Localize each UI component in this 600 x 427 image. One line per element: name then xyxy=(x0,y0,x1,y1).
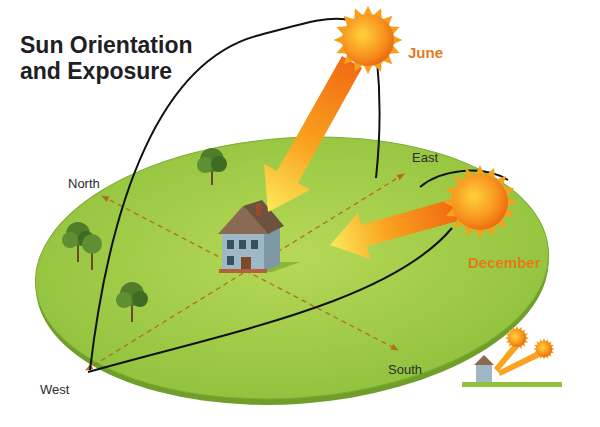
june-sun-ray xyxy=(264,56,362,212)
sun-rays xyxy=(505,326,529,350)
sun-rays xyxy=(533,338,554,359)
compass-label: North xyxy=(68,176,100,191)
house xyxy=(218,200,300,273)
tree xyxy=(116,282,148,322)
sun-disc xyxy=(452,174,508,230)
tree xyxy=(197,148,227,185)
december-sun xyxy=(443,165,517,239)
compass-label: East xyxy=(412,150,438,165)
inset-sun-angle xyxy=(462,342,562,387)
compass-label: West xyxy=(40,382,69,397)
diagram-title: Sun Orientation and Exposure xyxy=(20,32,210,85)
month-label: June xyxy=(408,44,443,61)
east-west-axis xyxy=(86,174,404,370)
sun-disc xyxy=(342,14,394,66)
tree xyxy=(62,222,102,270)
inset-sun xyxy=(533,338,554,359)
sun-disc xyxy=(536,341,552,357)
sun-rays xyxy=(443,165,517,239)
sun-disc xyxy=(508,329,526,347)
sun-rays xyxy=(334,6,403,75)
compass-label: South xyxy=(388,362,422,377)
inset-sun xyxy=(505,326,529,350)
december-sun-ray xyxy=(330,199,458,259)
june-sun xyxy=(334,6,403,75)
month-label: December xyxy=(468,254,541,271)
